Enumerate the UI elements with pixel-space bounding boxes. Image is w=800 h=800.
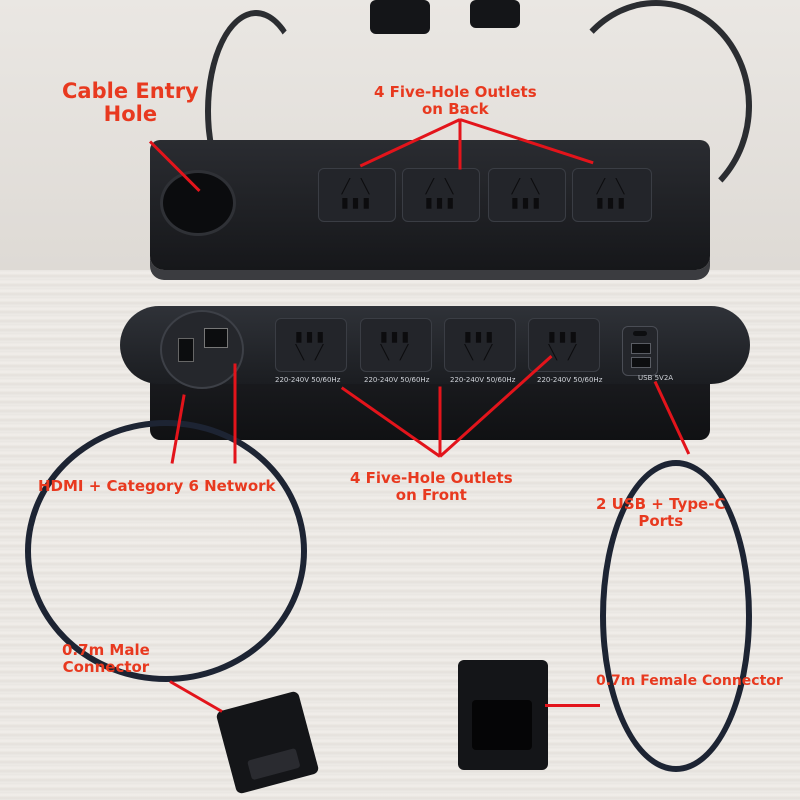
- cable-entry-hole: [160, 170, 236, 236]
- arrow-back-2: [458, 119, 462, 170]
- ethernet-port: [204, 328, 228, 348]
- top-plug-right: [470, 0, 520, 28]
- female-connector-plug: [458, 660, 548, 770]
- back-outlet-1: ╱ ╲▮▮▮: [318, 168, 396, 222]
- front-outlet-4: ▮▮▮╲ ╱: [528, 318, 600, 372]
- front-outlet-3: ▮▮▮╲ ╱: [444, 318, 516, 372]
- usb-a-port-2: [631, 357, 651, 368]
- hdmi-network-port-panel: [160, 310, 244, 389]
- label-outlets-front: 4 Five-Hole Outlets on Front: [350, 469, 513, 504]
- label-outlets-back: 4 Five-Hole Outlets on Back: [374, 83, 537, 118]
- outlet-rating-2: 220-240V 50/60Hz: [364, 376, 430, 384]
- back-cable-left: [205, 10, 307, 212]
- male-connector-plug: [215, 690, 320, 795]
- outlet-rating-3: 220-240V 50/60Hz: [450, 376, 516, 384]
- female-cable-loop: [600, 460, 752, 772]
- usb-a-port-1: [631, 343, 651, 354]
- male-cable-loop: [25, 420, 307, 682]
- back-outlet-4: ╱ ╲▮▮▮: [572, 168, 652, 222]
- label-male-connector: 0.7m Male Connector: [62, 641, 150, 676]
- usb-rating: USB 5V2A: [638, 374, 674, 382]
- hdmi-port: [178, 338, 194, 362]
- front-outlet-1: ▮▮▮╲ ╱: [275, 318, 347, 372]
- type-c-port: [633, 331, 647, 336]
- back-cable-right: [560, 0, 752, 212]
- label-cable-entry-hole: Cable Entry Hole: [62, 79, 199, 127]
- arrow-network: [233, 363, 237, 464]
- label-hdmi-network: HDMI + Category 6 Network: [38, 477, 276, 495]
- arrow-front-2: [438, 386, 442, 457]
- arrow-male-connector: [169, 680, 223, 713]
- top-plug-left: [370, 0, 430, 34]
- back-outlet-3: ╱ ╲▮▮▮: [488, 168, 566, 222]
- arrow-female-connector: [545, 704, 600, 707]
- outlet-rating-1: 220-240V 50/60Hz: [275, 376, 341, 384]
- label-female-connector: 0.7m Female Connector: [596, 673, 783, 689]
- outlet-rating-4: 220-240V 50/60Hz: [537, 376, 603, 384]
- usb-port-panel: [622, 326, 658, 376]
- label-usb-ports: 2 USB + Type-C Ports: [596, 495, 726, 530]
- front-outlet-2: ▮▮▮╲ ╱: [360, 318, 432, 372]
- back-outlet-2: ╱ ╲▮▮▮: [402, 168, 480, 222]
